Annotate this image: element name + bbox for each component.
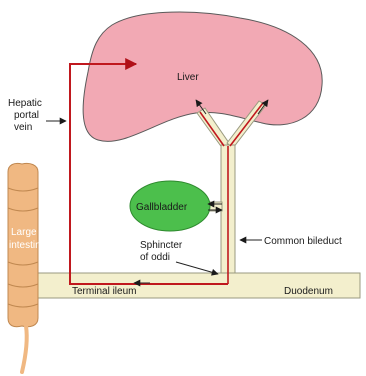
label-sphincter-of-oddi: Sphincter of oddi <box>140 240 185 263</box>
label-liver: Liver <box>177 72 199 83</box>
sphincter-leader <box>176 262 218 274</box>
label-common-bileduct: Common bileduct <box>264 236 342 247</box>
appendix <box>22 326 27 372</box>
liver-shape <box>83 12 322 141</box>
label-terminal-ileum: Terminal ileum <box>72 286 136 297</box>
bile-flow-left <box>200 112 224 146</box>
label-hepatic-portal-vein: Hepatic portal vein <box>8 98 45 133</box>
label-gallbladder: Gallbladder <box>136 202 188 213</box>
label-duodenum: Duodenum <box>284 286 333 297</box>
